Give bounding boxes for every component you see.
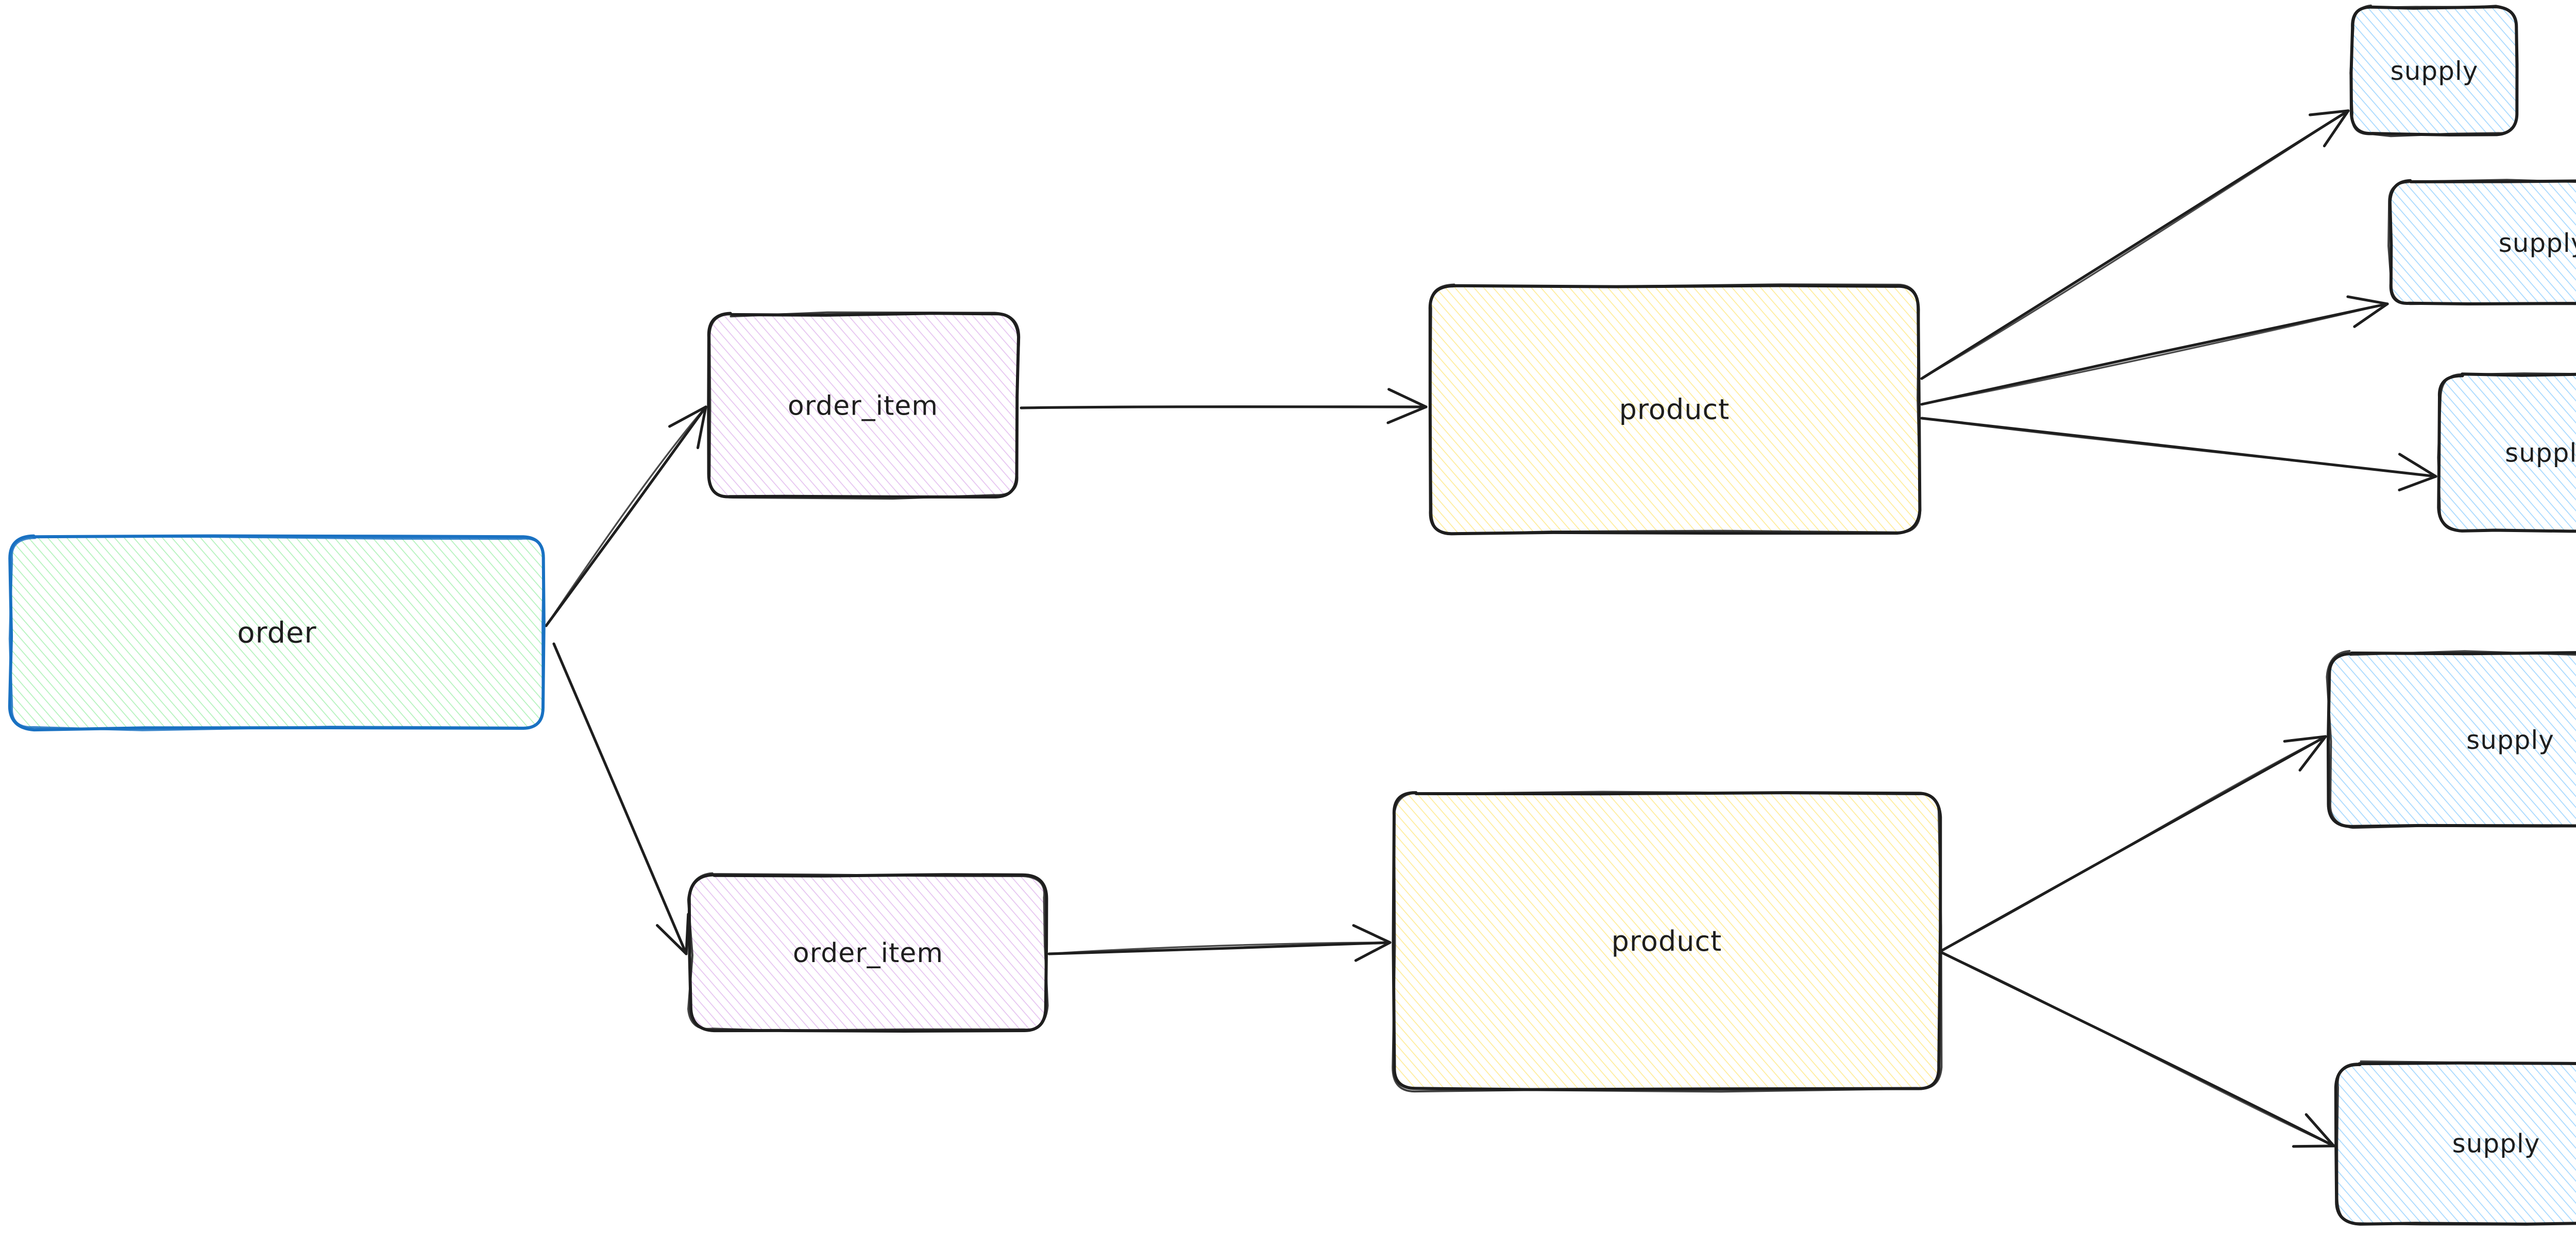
- node-label-product_1: product: [1619, 393, 1730, 426]
- arrowhead-barb: [668, 405, 707, 428]
- arrowhead-barb: [2346, 295, 2389, 305]
- edge-line: [1921, 417, 2437, 477]
- node-label-product_2: product: [1612, 925, 1722, 957]
- node-fill-order_item_2: [690, 876, 1046, 1030]
- node-order_item_2[interactable]: order_item: [687, 872, 1049, 1033]
- edge-order_item_2-to-product_2[interactable]: [1047, 924, 1392, 962]
- arrowhead-barb: [2283, 735, 2327, 743]
- edge-product_1-to-supply_3[interactable]: [1920, 417, 2437, 491]
- edge-product_2-to-supply_4[interactable]: [1941, 735, 2327, 952]
- node-outline-supply_4: [2327, 651, 2576, 828]
- node-fill-supply_4: [2329, 653, 2576, 827]
- edge-line: [1020, 406, 1427, 409]
- node-product_2[interactable]: product: [1391, 790, 1943, 1093]
- node-supply_2[interactable]: supply: [2387, 179, 2576, 307]
- node-outline-supply_3: [2437, 372, 2576, 532]
- edge-line: [553, 643, 687, 955]
- node-label-order_item_1: order_item: [788, 391, 938, 422]
- node-product_1[interactable]: product: [1427, 283, 1922, 536]
- edge-line: [1941, 735, 2327, 951]
- node-supply_1[interactable]: supply: [2349, 4, 2520, 138]
- edge-order-to-order_item_2[interactable]: [552, 642, 690, 955]
- arrowhead-barb: [1386, 405, 1428, 424]
- nodes-layer: orderorder_itemorder_itemproductproducts…: [7, 4, 2576, 1226]
- node-fill-supply_2: [2391, 182, 2576, 304]
- node-outline-product_2: [1392, 791, 1943, 1093]
- node-order[interactable]: order: [7, 534, 547, 732]
- node-label-supply_5: supply: [2452, 1129, 2540, 1159]
- edge-line: [1941, 952, 2335, 1147]
- arrowhead-barb: [2304, 1113, 2335, 1148]
- edge-line: [1920, 302, 2389, 406]
- node-fill-product_2: [1394, 793, 1940, 1089]
- node-label-supply_3: supply: [2505, 438, 2576, 468]
- node-fill-order: [10, 537, 544, 729]
- node-outline-order_item_2: [687, 872, 1049, 1032]
- edge-order-to-order_item_1[interactable]: [545, 405, 707, 627]
- arrowhead-barb: [1387, 388, 1428, 408]
- edge-product_1-to-supply_2[interactable]: [1920, 295, 2389, 406]
- edge-line: [1921, 110, 2349, 380]
- node-supply_3[interactable]: supply: [2436, 372, 2576, 534]
- arrowhead-barb: [1354, 941, 1392, 962]
- arrowhead-barb: [2309, 109, 2350, 116]
- node-fill-supply_3: [2439, 375, 2576, 530]
- node-label-supply_2: supply: [2499, 228, 2576, 258]
- node-supply_4[interactable]: supply: [2326, 650, 2576, 830]
- node-label-supply_1: supply: [2391, 56, 2479, 86]
- node-outline-supply_3: [2437, 372, 2576, 533]
- node-fill-product_1: [1430, 286, 1919, 533]
- node-outline-supply_1: [2349, 4, 2518, 138]
- node-outline-supply_5: [2336, 1060, 2576, 1226]
- node-outline-order_item_1: [708, 311, 1021, 500]
- node-outline-supply_2: [2387, 179, 2576, 305]
- node-supply_5[interactable]: supply: [2333, 1060, 2576, 1226]
- edges-layer: [545, 109, 2437, 1148]
- node-fill-order_item_1: [708, 314, 1018, 497]
- edge-order_item_1-to-product_1[interactable]: [1020, 388, 1428, 424]
- node-fill-supply_5: [2336, 1064, 2576, 1223]
- node-outline-product_1: [1429, 283, 1922, 536]
- arrowhead-barb: [656, 924, 688, 955]
- edge-product_1-to-supply_1[interactable]: [1920, 109, 2350, 380]
- node-label-order: order: [237, 616, 316, 650]
- node-outline-supply_4: [2326, 650, 2576, 829]
- arrowhead-barb: [2398, 453, 2437, 478]
- edge-product_2-to-supply_5[interactable]: [1941, 951, 2335, 1148]
- node-fill-supply_1: [2352, 8, 2517, 134]
- arrowhead-barb: [1352, 924, 1392, 944]
- arrowhead-barb: [696, 405, 707, 449]
- edge-line: [1920, 109, 2350, 380]
- node-outline-supply_2: [2388, 179, 2576, 305]
- node-order_item_1[interactable]: order_item: [705, 311, 1021, 500]
- arrowhead-barb: [2323, 109, 2350, 147]
- edge-line: [1921, 303, 2388, 405]
- edge-line: [1047, 941, 1392, 955]
- edge-line: [1048, 941, 1391, 955]
- edge-line: [545, 405, 707, 627]
- arrowhead-barb: [2398, 475, 2437, 491]
- node-label-supply_4: supply: [2466, 725, 2554, 755]
- arrowhead-barb: [2298, 735, 2327, 772]
- node-outline-order: [8, 535, 545, 731]
- arrowhead-barb: [2353, 302, 2389, 328]
- edge-line: [545, 406, 707, 627]
- node-label-order_item_2: order_item: [793, 938, 943, 969]
